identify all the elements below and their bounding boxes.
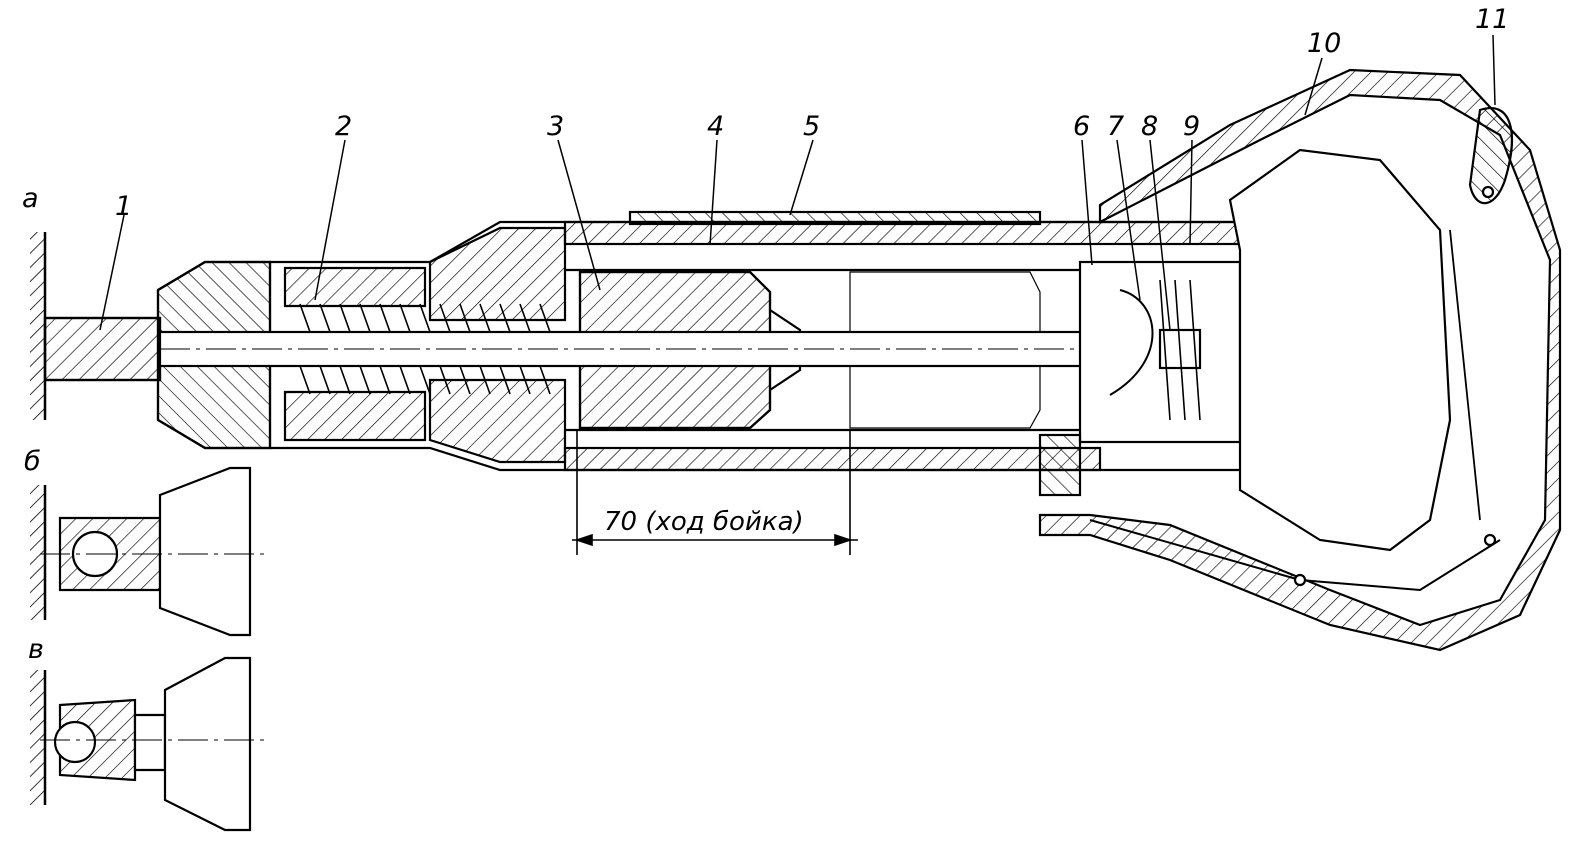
striker-ghost-position [849, 271, 1041, 429]
part-label-3: 3 [547, 111, 564, 142]
part-label-6: 6 [1073, 111, 1090, 142]
barrel-upper-wall [563, 220, 1247, 246]
handle-lever-end-pivot [1483, 533, 1497, 547]
spring-part-2 [299, 303, 551, 395]
part-label-10: 10 [1307, 28, 1341, 59]
trigger-rod [1449, 229, 1481, 521]
handle-opening [1228, 148, 1452, 552]
stroke-dimension-label: 70 (ход бойка) [604, 507, 804, 537]
leader-3 [557, 139, 601, 291]
body-lower-shoulder [428, 378, 567, 464]
leader-lines [99, 34, 1496, 331]
handle-lever-pivot [1293, 573, 1307, 587]
leader-5 [789, 139, 814, 216]
body-lower-front [283, 390, 427, 442]
part-label-4: 4 [707, 111, 724, 142]
view-label-c: в [28, 634, 44, 665]
dimension-arrow-left [574, 533, 593, 547]
handle-lever [1089, 519, 1501, 592]
part-label-1: 1 [115, 191, 132, 222]
leader-7 [1116, 139, 1141, 301]
spring-part-8 [1159, 279, 1201, 421]
leader-10 [1304, 57, 1323, 116]
leader-9 [1189, 139, 1193, 246]
part-label-8: 8 [1141, 111, 1158, 142]
leader-2 [314, 139, 346, 301]
stroke-dimension [572, 430, 858, 555]
leader-11 [1492, 34, 1496, 106]
leader-8 [1149, 139, 1171, 331]
part-label-11: 11 [1475, 4, 1509, 35]
view-label-a: а [22, 183, 39, 214]
part-label-2: 2 [335, 111, 352, 142]
body-upper-front [283, 266, 427, 308]
valve-lever-part-7 [1109, 289, 1154, 396]
main-view [30, 68, 1562, 652]
leader-6 [1081, 139, 1093, 266]
leader-1 [99, 214, 125, 331]
detail-view-b [30, 466, 265, 637]
sleeve-part-5 [628, 210, 1042, 226]
part-label-7: 7 [1107, 111, 1124, 142]
detail-view-c [30, 656, 265, 832]
tool-bit [43, 316, 162, 382]
barrel-lower-wall [563, 446, 1102, 472]
valve-screw [1038, 433, 1082, 497]
striker-outline [578, 270, 772, 430]
dimension-arrow-right [834, 533, 853, 547]
view-label-b: б [24, 446, 41, 477]
leader-4 [709, 139, 718, 246]
trigger-part-11 [1468, 107, 1513, 205]
wall-hatch [30, 232, 45, 420]
part-label-5: 5 [803, 111, 820, 142]
trigger-pivot [1481, 185, 1495, 199]
body-upper-shoulder [428, 226, 567, 322]
valve-nut-part-9 [1158, 328, 1202, 370]
part-label-9: 9 [1183, 111, 1200, 142]
